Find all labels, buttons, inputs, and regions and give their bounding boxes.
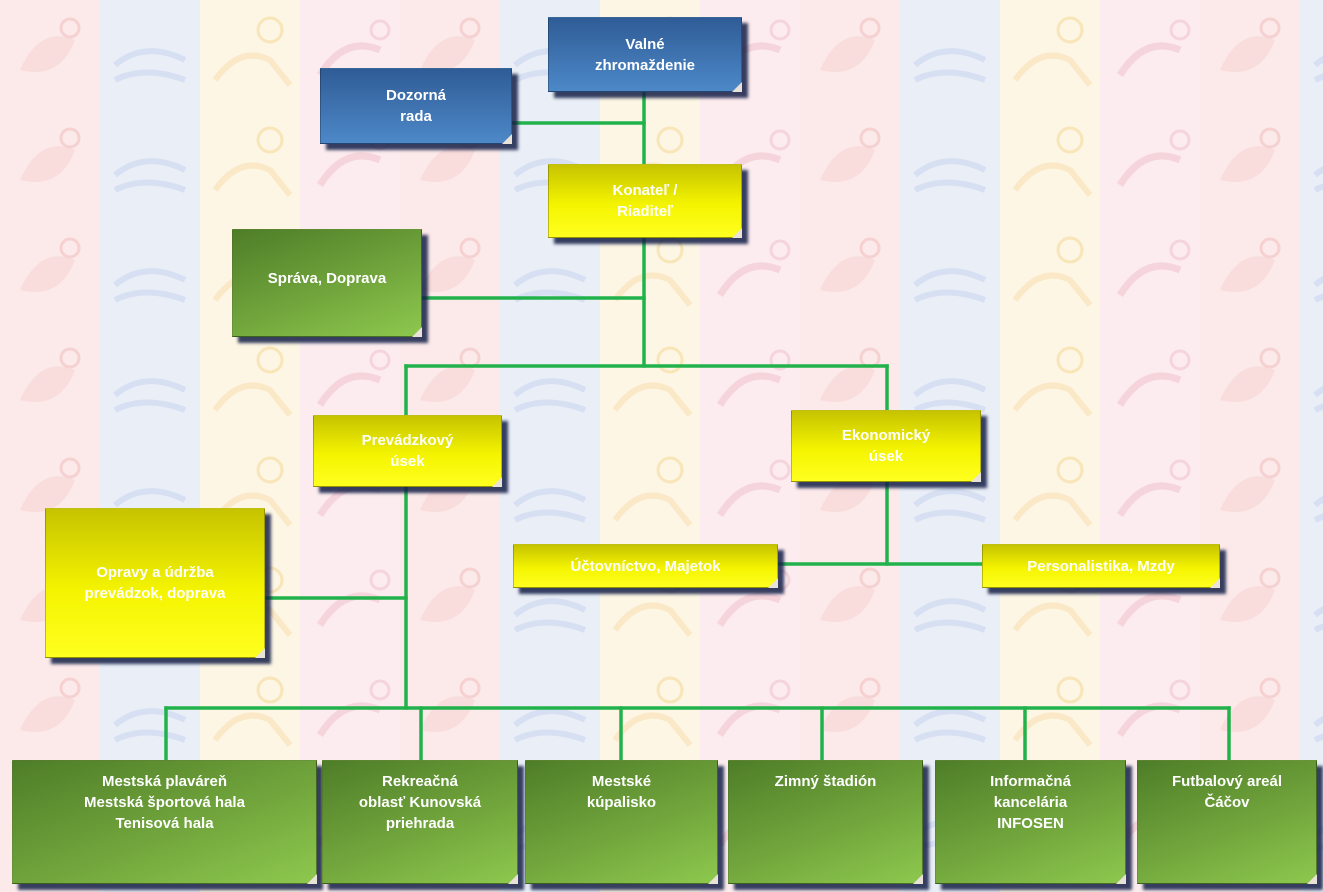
node-ekonomicky-usek: Ekonomický úsek xyxy=(791,410,981,482)
node-informacna-kancelaria: Informačná kancelária INFOSEN xyxy=(935,760,1126,884)
node-konatel-riaditel: Konateľ / Riaditeľ xyxy=(548,164,742,238)
node-dozorna-rada: Dozorná rada xyxy=(320,68,512,144)
node-valne-zhromazdenie: Valné zhromaždenie xyxy=(548,17,742,92)
node-sprava-doprava: Správa, Doprava xyxy=(232,229,422,337)
node-mestska-plavaren: Mestská plaváreň Mestská športová hala T… xyxy=(12,760,317,884)
node-zimny-stadion: Zimný štadión xyxy=(728,760,923,884)
node-prevadzkovy-usek: Prevádzkový úsek xyxy=(313,415,502,487)
node-opravy-udrzba: Opravy a údržba prevádzok, doprava xyxy=(45,508,265,658)
node-personalistika-mzdy: Personalistika, Mzdy xyxy=(982,544,1220,588)
node-mestske-kupalisko: Mestské kúpalisko xyxy=(525,760,718,884)
node-futbalovy-areal: Futbalový areál Čáčov xyxy=(1137,760,1317,884)
node-uctovnictvo-majetok: Účtovníctvo, Majetok xyxy=(513,544,778,588)
node-rekreacna-oblast: Rekreačná oblasť Kunovská priehrada xyxy=(322,760,518,884)
